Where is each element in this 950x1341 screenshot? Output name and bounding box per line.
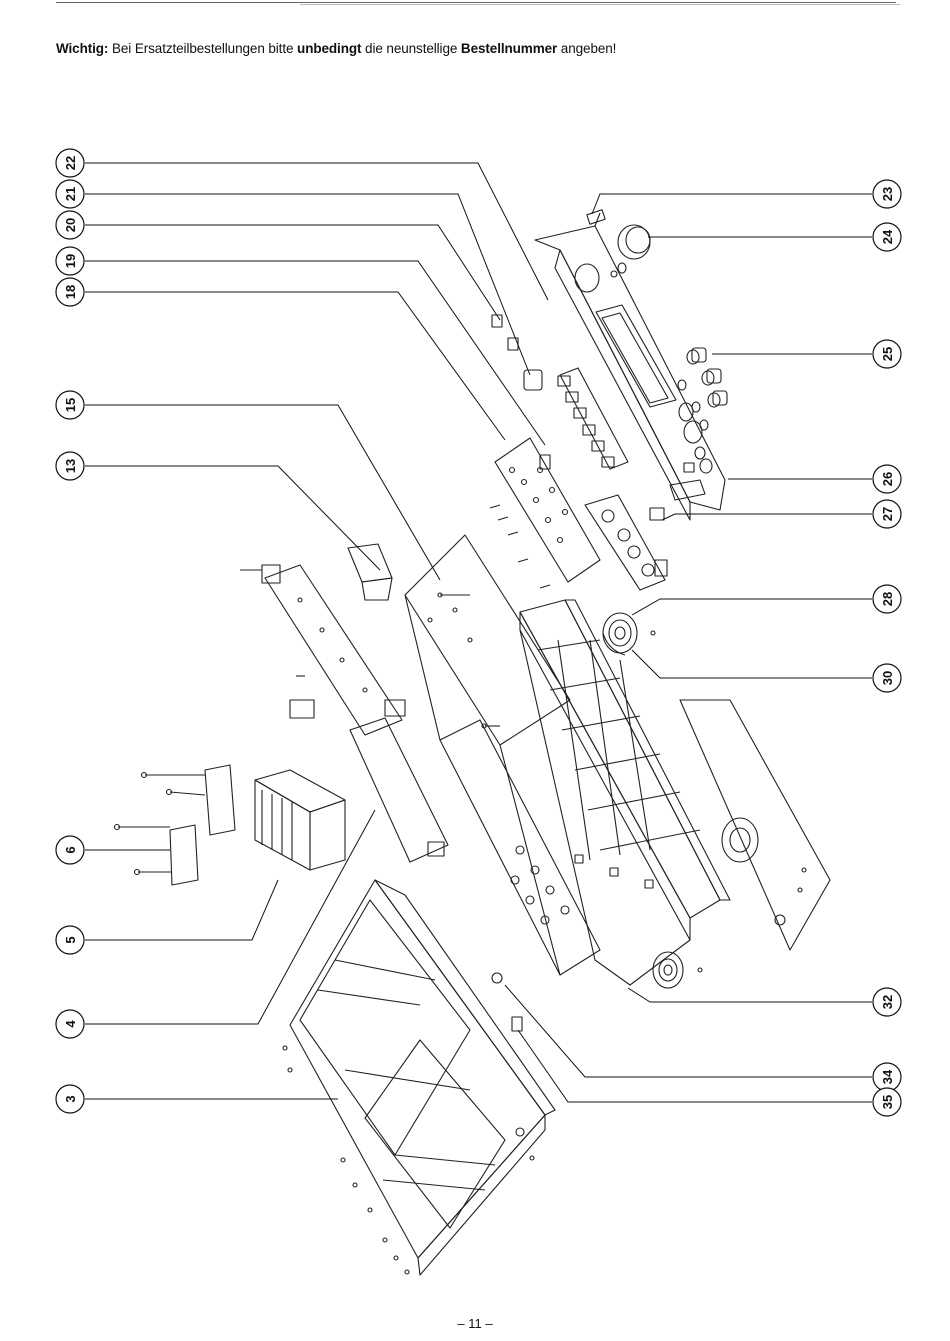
svg-text:18: 18 — [63, 285, 78, 299]
svg-text:28: 28 — [880, 592, 895, 606]
svg-text:32: 32 — [880, 995, 895, 1009]
callout-24: 24 — [873, 223, 901, 251]
control-pcb — [490, 438, 600, 588]
callout-26: 26 — [873, 465, 901, 493]
callout-25: 25 — [873, 340, 901, 368]
bottom-plate — [405, 535, 600, 975]
callout-13: 13 — [56, 452, 84, 480]
svg-text:23: 23 — [880, 187, 895, 201]
svg-text:5: 5 — [63, 936, 78, 943]
callout-28: 28 — [873, 585, 901, 613]
callout-4: 4 — [56, 1010, 84, 1038]
small-knobs — [678, 348, 727, 430]
svg-text:30: 30 — [880, 671, 895, 685]
main-chassis — [520, 600, 730, 985]
cable-clips — [492, 973, 522, 1031]
callout-20: 20 — [56, 211, 84, 239]
chassis-bracket — [240, 544, 448, 862]
svg-text:3: 3 — [63, 1095, 78, 1102]
svg-text:19: 19 — [63, 254, 78, 268]
callout-5: 5 — [56, 926, 84, 954]
speaker-top — [603, 613, 655, 655]
callout-35: 35 — [873, 1088, 901, 1116]
callout-6: 6 — [56, 836, 84, 864]
svg-text:4: 4 — [63, 1020, 78, 1028]
callout-27: 27 — [873, 500, 901, 528]
leader-lines — [85, 163, 872, 1102]
front-panel — [535, 210, 725, 520]
callout-30: 30 — [873, 664, 901, 692]
svg-text:34: 34 — [880, 1069, 895, 1084]
svg-text:20: 20 — [63, 218, 78, 232]
svg-text:6: 6 — [63, 846, 78, 853]
callouts-right: 23 24 25 26 27 28 30 32 34 35 — [873, 180, 901, 1116]
callout-21: 21 — [56, 180, 84, 208]
callout-22: 22 — [56, 149, 84, 177]
callout-3: 3 — [56, 1085, 84, 1113]
svg-text:13: 13 — [63, 459, 78, 473]
callout-19: 19 — [56, 247, 84, 275]
callout-23: 23 — [873, 180, 901, 208]
transformer — [170, 765, 345, 885]
svg-text:25: 25 — [880, 347, 895, 361]
svg-text:27: 27 — [880, 507, 895, 521]
callout-18: 18 — [56, 278, 84, 306]
callout-34: 34 — [873, 1063, 901, 1091]
callout-15: 15 — [56, 391, 84, 419]
svg-text:26: 26 — [880, 472, 895, 486]
page-number: – 11 – — [0, 1316, 950, 1331]
svg-text:15: 15 — [63, 398, 78, 412]
jack-board — [585, 495, 667, 590]
button-strip — [492, 315, 628, 469]
svg-text:22: 22 — [63, 156, 78, 170]
svg-text:35: 35 — [880, 1095, 895, 1109]
speaker-bottom — [653, 952, 702, 988]
callout-32: 32 — [873, 988, 901, 1016]
callouts-left: 22 21 20 19 18 15 13 6 5 4 3 — [56, 149, 84, 1113]
bottom-cover — [290, 880, 555, 1275]
svg-text:21: 21 — [63, 187, 78, 201]
svg-text:24: 24 — [880, 229, 895, 244]
side-panel — [680, 700, 830, 950]
